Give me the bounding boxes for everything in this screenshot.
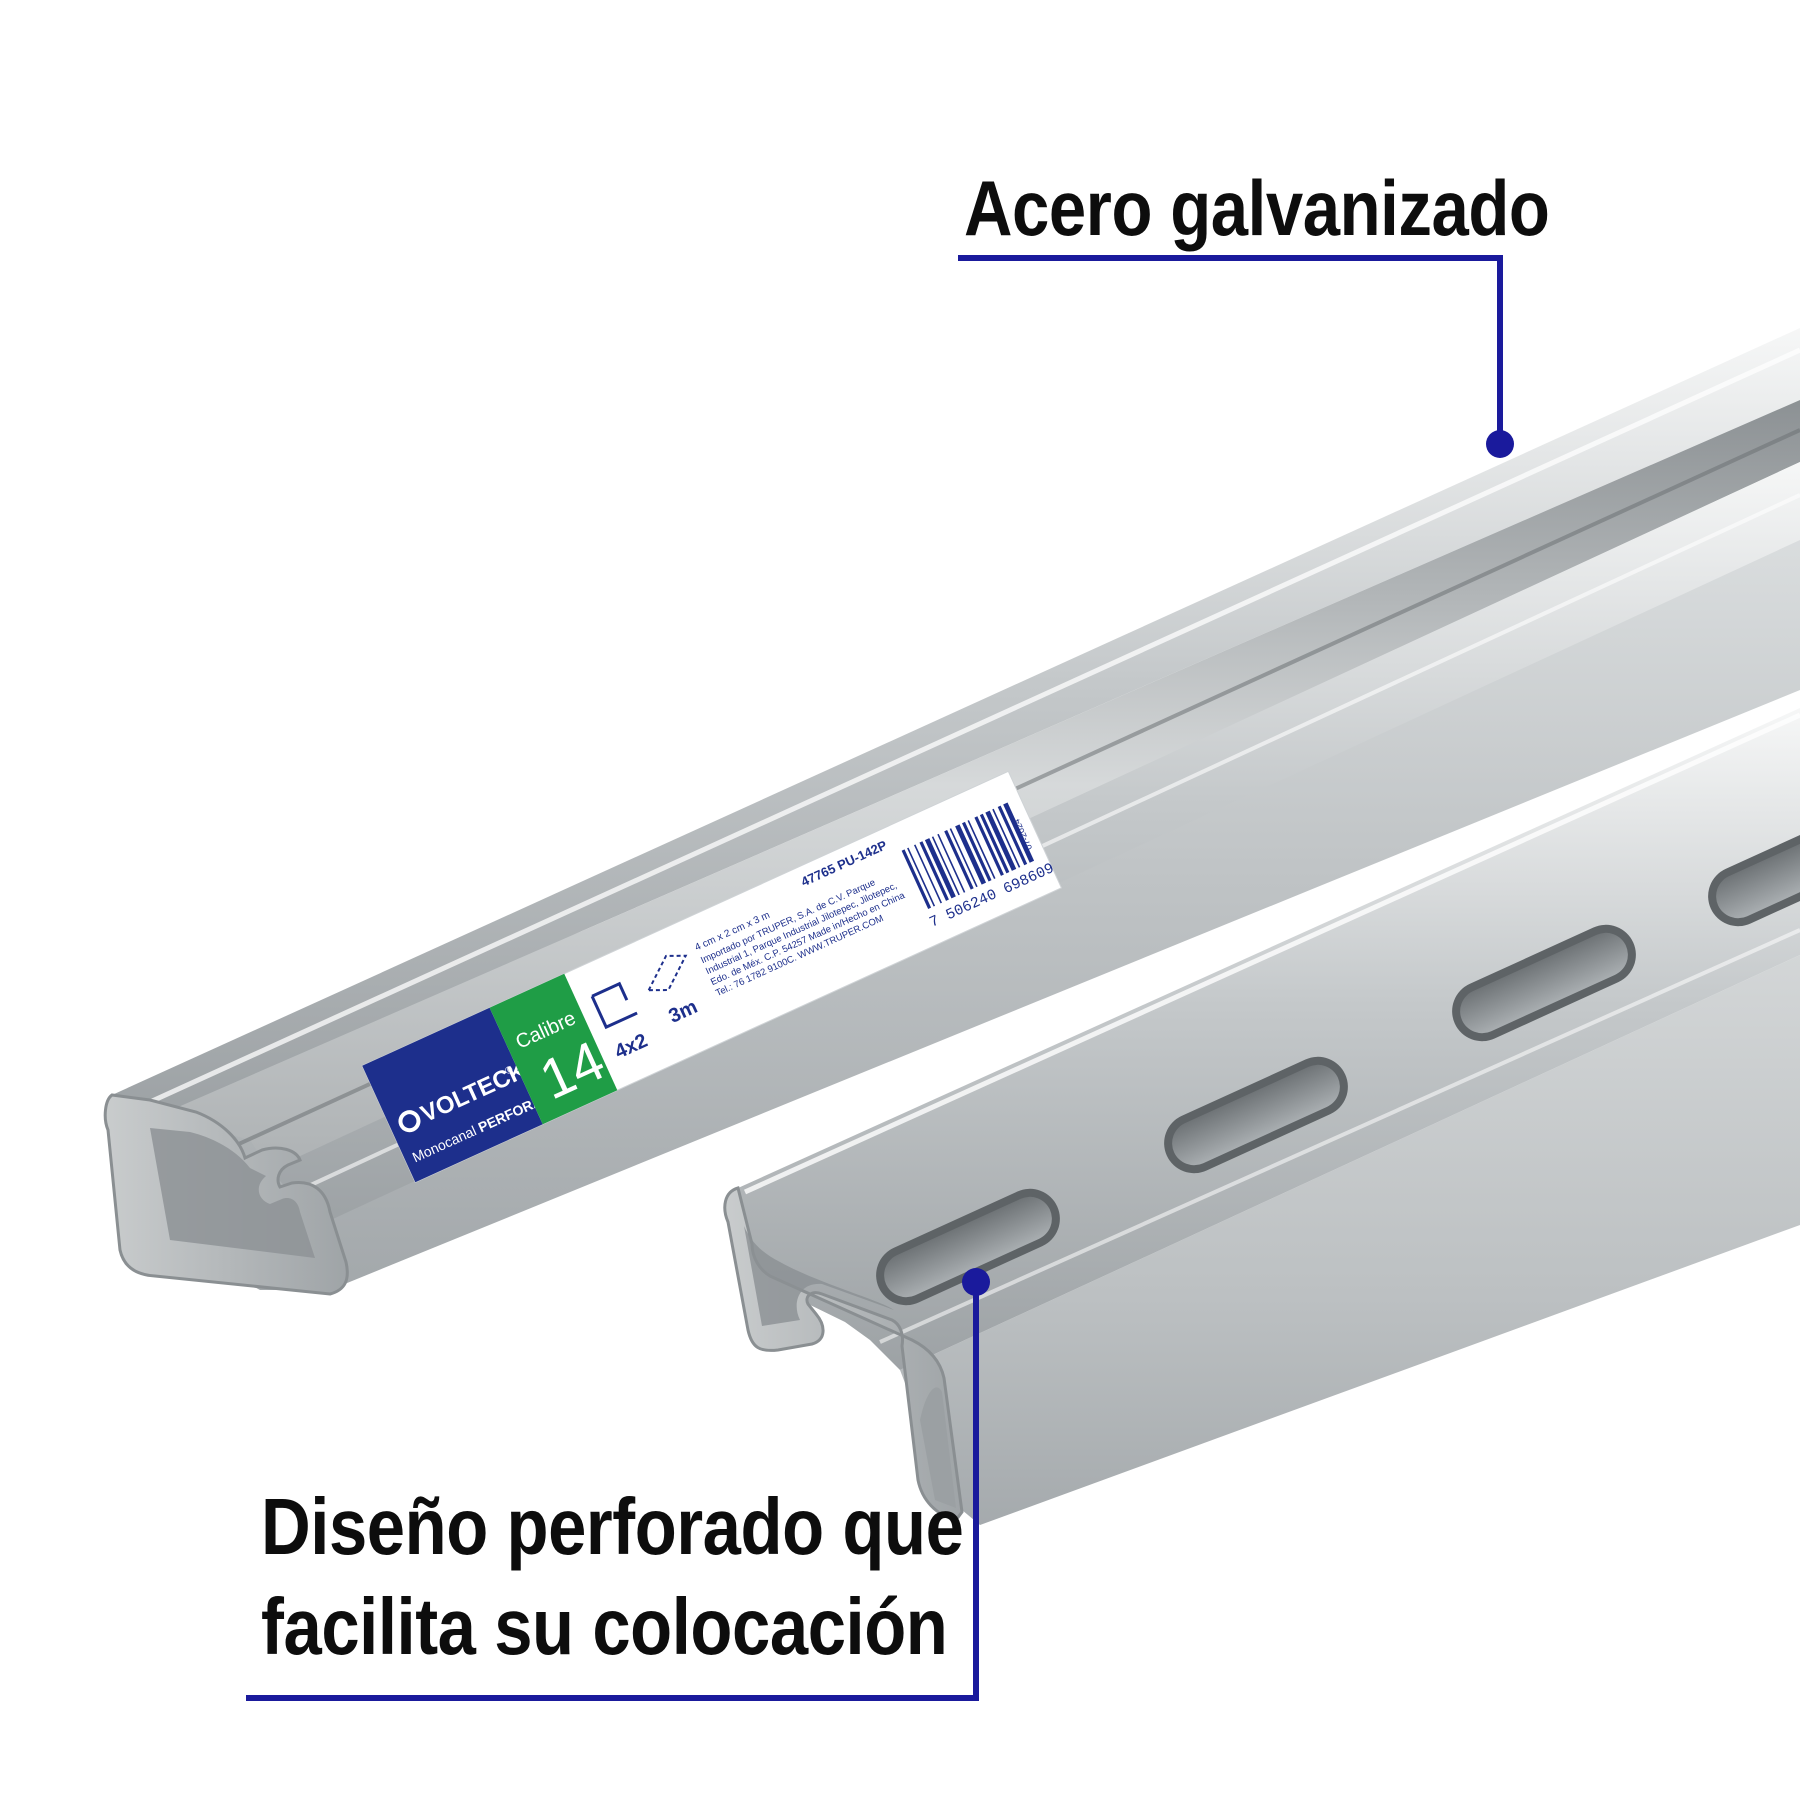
perforation-slot-inside [1460,932,1628,1034]
perforated-channel-side [900,955,1800,1525]
label-gauge-block [489,973,618,1125]
perforation-slot [876,1188,1060,1306]
barcode-bar [997,805,1028,866]
profile-section-icon [590,981,638,1030]
barcode-bar [924,838,956,899]
barcode-bar [901,849,932,909]
perforation-slots [876,809,1800,1306]
barcode-bar [919,841,949,901]
callout-perforated-line-1: Diseño perforado que [261,1482,964,1571]
barcode-bar [1003,802,1035,863]
plain-channel-end-inner [150,1128,315,1258]
perforation-slot-inside [1716,817,1800,919]
callout-top-pointer [958,255,1514,458]
barcode-bar [985,810,1017,871]
barcode-bar [914,844,942,904]
perforated-channel [723,708,1800,1525]
plain-channel-top-band [112,328,1800,1115]
label-brand-block [362,1007,543,1183]
perforation-slot-inside [1172,1064,1340,1166]
barcode-bar [937,833,966,893]
barcode-bar [974,816,1004,876]
perforation-slot-inside [884,1196,1052,1298]
callout-top-line [958,255,1503,440]
highlight-line [879,928,1800,1344]
callout-perforated-design: Diseño perforado que facilita su colocac… [261,1477,964,1677]
perforation-slot [1164,1056,1348,1174]
barcode-bar [967,820,996,879]
perforation-slot [1452,924,1636,1042]
brand-logo-icon [398,1110,421,1133]
callout-bottom-line [246,1290,979,1701]
barcode-bar [949,828,978,888]
barcode-bar [944,830,974,890]
highlight-line [148,347,1800,1105]
barcode [901,802,1035,909]
perforated-channel-end-inner [744,1226,894,1326]
barcode-bar [979,813,1010,874]
perforated-channel-flange [920,1387,956,1508]
profile-length-icon [647,954,688,992]
barcode-bar [931,836,960,896]
barcode-bar [907,847,936,907]
label-registered-mark: ® [504,1064,516,1077]
callout-perforated-line-2: facilita su colocación [261,1582,948,1671]
barcode-bar [955,824,987,885]
highlight-line [743,712,1800,1195]
callout-top-dot [1486,430,1514,458]
barcode-bar [962,821,992,882]
callout-bottom-dot [962,1268,990,1296]
callout-bottom-pointer [246,1268,990,1701]
perforation-slot [1708,809,1800,927]
barcode-bar [992,808,1021,868]
callout-galvanized-steel: Acero galvanizado [964,164,1550,252]
